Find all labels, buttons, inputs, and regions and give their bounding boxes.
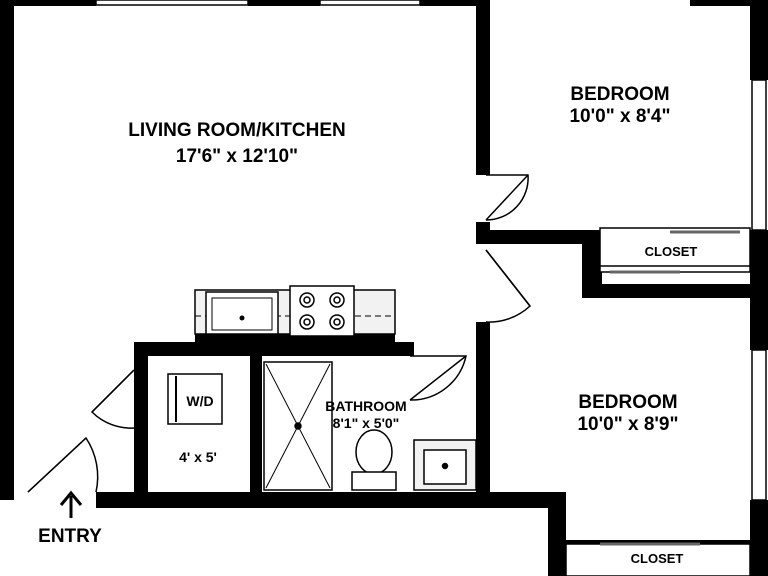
bathroom-sink-icon	[413, 439, 477, 491]
closet-2-label: CLOSET	[630, 551, 684, 566]
entry-arrow-icon	[59, 490, 83, 518]
windows	[95, 0, 767, 501]
closet-1-label: CLOSET	[644, 244, 698, 259]
closet-1	[599, 227, 751, 274]
washer-dryer-label: W/D	[186, 393, 214, 409]
living-room-size: 17'6" x 12'10"	[175, 146, 299, 167]
living-room-name: LIVING ROOM/KITCHEN	[128, 120, 346, 141]
bathroom-name: BATHROOM	[325, 398, 407, 414]
entry-label: ENTRY	[38, 526, 102, 547]
washer-dryer-icon	[167, 373, 223, 425]
bathroom-size: 8'1" x 5'0"	[332, 415, 400, 431]
bedroom-2-name: BEDROOM	[578, 392, 678, 413]
bedroom-1-name: BEDROOM	[570, 84, 670, 105]
shower-icon	[263, 361, 333, 491]
bedroom-2-size: 10'0" x 8'9"	[577, 414, 679, 435]
laundry-size: 4' x 5'	[179, 449, 217, 465]
bedroom-1-size: 10'0" x 8'4"	[569, 106, 671, 127]
kitchen-sink-icon	[205, 291, 279, 335]
doors	[27, 174, 532, 493]
toilet-icon	[351, 429, 397, 491]
stove-icon	[289, 285, 355, 337]
closet-2	[565, 542, 751, 576]
